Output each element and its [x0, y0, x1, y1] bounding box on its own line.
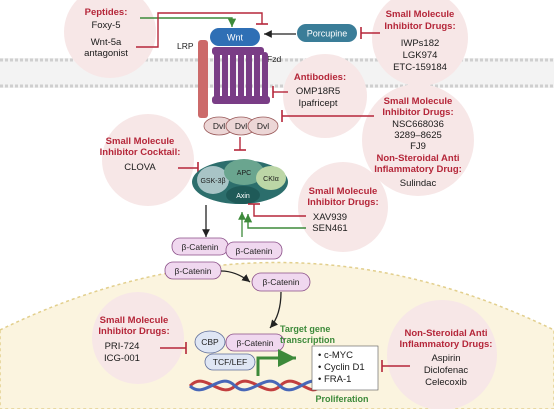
wnt-ligand — [210, 28, 260, 46]
peptide-item: Wnt-5a — [91, 37, 122, 48]
apc-protein — [224, 159, 264, 185]
axin-inhibitors-circle — [298, 162, 388, 252]
peptides-title: Peptides: — [85, 7, 128, 18]
nsaid-bottom-title: Inflammatory Drugs: — [400, 339, 493, 350]
antibodies-circle — [283, 54, 367, 138]
cocktail-title: Small Molecule — [106, 136, 175, 147]
dvl-label: Dvl — [213, 121, 225, 131]
drug-item: PRI-724 — [105, 341, 140, 352]
drug-item: Diclofenac — [424, 365, 469, 376]
proliferation-label: Proliferation — [315, 394, 368, 404]
porcupine-label: Porcupine — [307, 29, 348, 39]
cki-protein — [256, 166, 286, 190]
target-gene-item: • c-MYC — [318, 350, 353, 361]
beta-catenin — [225, 241, 283, 260]
tcf-lef — [204, 353, 256, 371]
tcf-label: TCF/LEF — [213, 357, 247, 367]
nuclear-inhibitors-circle — [92, 292, 184, 384]
beta-catenin-group: β-Catenin β-Catenin β-Catenin β-Catenin — [164, 237, 311, 292]
target-gene-item: • Cyclin D1 — [318, 362, 365, 373]
peptide-inhibit-line — [136, 12, 263, 48]
drug-item: Sulindac — [400, 178, 437, 189]
cocktail-circle — [102, 114, 194, 206]
wnt-label: Wnt — [227, 33, 244, 43]
destruction-complex: GSK-3β APC CKIα Axin — [192, 159, 288, 204]
axin-protein — [226, 186, 260, 204]
drug-item: CLOVA — [124, 162, 156, 173]
apc-label: APC — [237, 170, 251, 177]
target-genes-box — [311, 345, 379, 391]
nuclear-inhibitors-title: Small Molecule — [100, 315, 169, 326]
dvl-protein — [247, 116, 279, 136]
fzd-receptor — [212, 47, 270, 104]
catenin-to-cytoplasm-arrow — [220, 270, 251, 283]
beta-catenin-label: β-Catenin — [181, 242, 218, 252]
nuclear-inhibitors-title: Inhibitor Drugs: — [98, 326, 169, 337]
target-gene-item: • FRA-1 — [318, 374, 351, 385]
beta-catenin-label: β-Catenin — [262, 277, 299, 287]
beta-catenin — [251, 272, 311, 292]
axin-label: Axin — [236, 193, 250, 200]
nsaid-bottom-title: Non-Steroidal Anti — [404, 328, 487, 339]
gsk3b-protein — [197, 166, 229, 194]
drug-item: XAV939 — [313, 212, 347, 223]
peptide-item: Foxy-5 — [91, 20, 120, 31]
drug-item: Aspirin — [431, 353, 460, 364]
dvl-inhibitors-title: Inhibitor Drugs: — [382, 107, 453, 118]
porcupine-inhibitors-title: Inhibitor Drugs: — [384, 21, 455, 32]
porcupine-inhibitors-circle — [372, 0, 468, 86]
peptides-circle — [64, 0, 156, 78]
cki-label: CKIα — [263, 176, 279, 183]
lrp-label: LRP — [177, 41, 194, 51]
nsaid-top-title: Non-Steroidal Anti — [376, 153, 459, 164]
nsaid-bottom-circle — [387, 300, 497, 409]
antibodies-title: Antibodies: — [294, 72, 346, 83]
transcription-arrow — [256, 349, 296, 376]
dvl-inhibitors-title: Small Molecule — [384, 96, 453, 107]
dvl-group: Dvl Dvl Dvl — [203, 116, 279, 136]
drug-item: ETC-159184 — [393, 62, 447, 73]
target-gene-title: transcription — [280, 335, 335, 345]
porcupine-enzyme — [297, 24, 357, 42]
drug-item: SEN461 — [312, 223, 347, 234]
drug-item: NSC668036 — [392, 119, 444, 130]
drug-item: IWPs182 — [401, 38, 440, 49]
beta-catenin-label: β-Catenin — [235, 246, 272, 256]
axin-inhibitors-title: Small Molecule — [309, 186, 378, 197]
dvl-inhibitors-circle — [362, 84, 474, 196]
dna-helix — [188, 379, 322, 392]
fzd-label: Fzd — [267, 54, 281, 64]
antibody-item: Ipafricept — [298, 98, 337, 109]
gsk3b-label: GSK-3β — [200, 178, 225, 185]
drug-item: 3289–8625 — [394, 130, 442, 141]
beta-catenin-label: β-Catenin — [236, 338, 273, 348]
drug-item: FJ9 — [410, 141, 426, 152]
porcupine-inhibitors-title: Small Molecule — [386, 9, 455, 20]
antibody-item: OMP18R5 — [296, 86, 340, 97]
catenin-to-nucleus-arrow — [269, 291, 282, 329]
target-gene-title: Target gene — [280, 324, 330, 334]
nuclear-beta-catenin — [225, 333, 285, 352]
axin-inhibitors-title: Inhibitor Drugs: — [307, 197, 378, 208]
cbp-protein — [194, 330, 226, 354]
lrp-receptor — [198, 40, 208, 118]
cbp-label: CBP — [201, 337, 219, 347]
drug-item: LGK974 — [403, 50, 438, 61]
peptide-arrow — [140, 17, 237, 27]
peptide-item: antagonist — [84, 48, 128, 59]
beta-catenin-label: β-Catenin — [174, 266, 211, 276]
dvl-label: Dvl — [257, 121, 269, 131]
nsaid-top-title: Inflammatory Drug: — [374, 164, 462, 175]
drug-item: Celecoxib — [425, 377, 467, 388]
drug-item: ICG-001 — [104, 353, 140, 364]
dvl-label: Dvl — [235, 121, 247, 131]
cocktail-title: Inhibitor Cocktail: — [100, 147, 181, 158]
